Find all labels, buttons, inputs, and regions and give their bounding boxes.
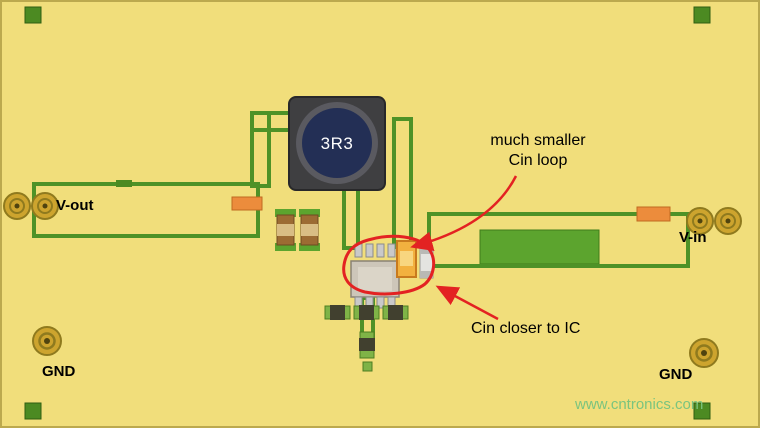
bottom-components <box>324 305 409 372</box>
vin-label: V-in <box>679 229 707 246</box>
cin-loop-note: much smaller Cin loop <box>464 131 612 171</box>
gnd-right-label: GND <box>659 366 693 383</box>
trace-stub <box>116 180 132 187</box>
gnd-left-terminal <box>32 326 62 356</box>
corner-fiducials <box>24 6 711 420</box>
output-capacitors <box>276 214 319 246</box>
inductor-value: 3R3 <box>320 134 354 153</box>
vin-terminals <box>686 207 742 235</box>
cin-note-arrow <box>435 285 499 321</box>
cin-capacitor <box>396 240 417 278</box>
gnd-right-terminal <box>689 338 719 368</box>
capacitor-pads <box>275 209 320 251</box>
cin-loop-note-line1: much smaller <box>490 132 586 149</box>
annotation-arrows <box>410 175 518 321</box>
inductor <box>288 96 386 191</box>
cin-loop-arrow <box>410 175 518 252</box>
vout-label: V-out <box>56 197 94 214</box>
gnd-left-label: GND <box>42 363 76 380</box>
vout-terminals <box>3 192 59 220</box>
chip-resistors <box>231 196 671 222</box>
cin-loop-note-line2: Cin loop <box>508 152 568 169</box>
watermark: www.cntronics.com <box>575 396 704 413</box>
cin-position-note: Cin closer to IC <box>471 320 581 337</box>
copper-pour <box>479 229 600 265</box>
